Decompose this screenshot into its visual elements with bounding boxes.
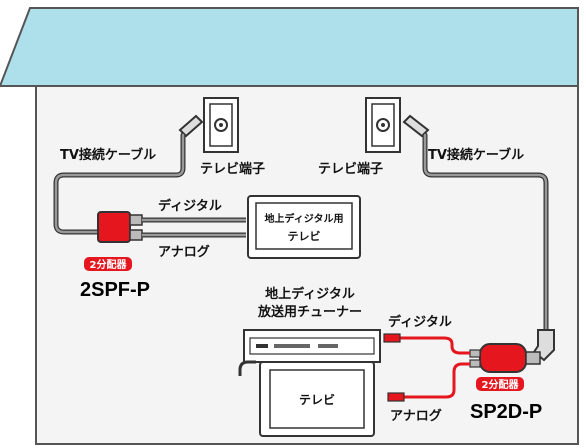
left-model-label: 2SPF-P: [80, 279, 150, 301]
tuner-label-line2: 放送用チューナー: [257, 304, 362, 320]
splitter-sp2d-p-icon: [469, 343, 541, 373]
analog-cable-right: [402, 362, 470, 399]
house-roof: [0, 7, 579, 87]
right-cable-label: TV接続ケーブル: [428, 147, 524, 163]
right-model-label: SP2D-P: [470, 401, 542, 423]
right-digital-label: ディジタル: [388, 314, 452, 330]
right-badge: [476, 377, 524, 391]
left-outlet-label: テレビ端子: [200, 161, 265, 177]
tuner-tv-cable: [238, 360, 256, 376]
left-cable-label: TV接続ケーブル: [60, 147, 156, 163]
analog-tv-icon: [259, 361, 375, 437]
digital-cable-right: [398, 336, 470, 355]
digital-tv-icon: [247, 195, 361, 259]
tuner-label-line1: 地上ディジタル: [265, 286, 355, 302]
tv-outlet-icon: [365, 97, 401, 153]
left-tv-label-line1: 地上ディジタル用: [264, 212, 343, 225]
left-analog-label: アナログ: [158, 244, 210, 260]
right-tv-label: テレビ: [299, 392, 335, 407]
digital-tuner-icon: [243, 329, 381, 363]
splitter-2spf-p-icon: [97, 211, 143, 243]
left-digital-label: ディジタル: [158, 198, 222, 214]
tv-outlet-icon: [203, 97, 239, 153]
left-setup: 地上ディジタル用 テレビ テレビ端子 TV接続ケーブル ディジタル アナログ 2…: [53, 97, 361, 301]
left-tv-label-line2: テレビ: [288, 229, 321, 243]
right-setup: テレビ テレビ端子 TV接続ケーブル 地上ディジタル 放送用チューナー ディジタ…: [238, 97, 555, 437]
right-analog-label: アナログ: [390, 408, 442, 424]
cable-plug-icon: [402, 114, 430, 138]
left-badge-label: 2分配器: [90, 258, 128, 271]
right-outlet-label: テレビ端子: [318, 161, 383, 177]
left-badge: [84, 257, 132, 271]
right-badge-label: 2分配器: [482, 378, 520, 391]
